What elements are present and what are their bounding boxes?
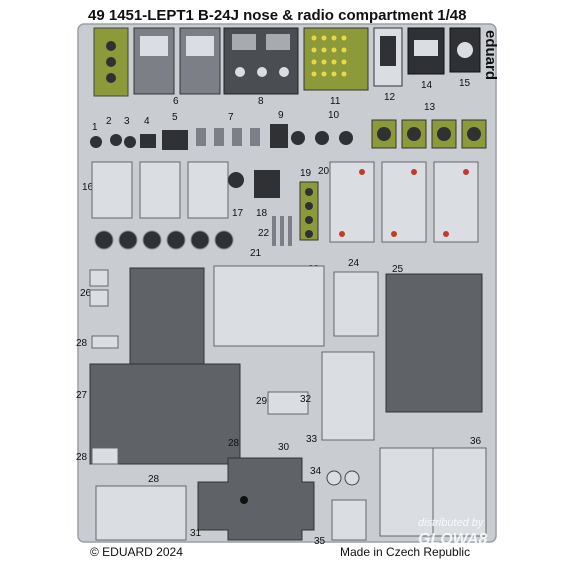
part-number: 2 — [106, 116, 112, 127]
part-number: 27 — [76, 390, 88, 401]
part-small-dial — [228, 172, 244, 188]
part-number: 9 — [278, 110, 284, 121]
part-number: 14 — [421, 80, 433, 91]
part-olive-instrument-set — [371, 119, 487, 149]
part-number: 31 — [190, 528, 202, 539]
watermark-line2: GLOWA8 — [418, 531, 487, 548]
part-floor-panel-large — [129, 267, 205, 369]
part-round-knob — [110, 134, 122, 146]
instrument-dial — [457, 42, 473, 58]
part-number: 17 — [232, 208, 244, 219]
sheet-title: 49 1451-LEPT1 B-24J nose & radio compart… — [88, 7, 466, 24]
part-number: 34 — [310, 466, 322, 477]
watermark-line1: distributed by — [418, 517, 485, 529]
gauge-dial — [106, 73, 116, 83]
part-round-knob — [90, 136, 102, 148]
part-number: 30 — [278, 442, 290, 453]
part-small-panel-face — [380, 36, 396, 66]
part-hatch-frame — [321, 351, 375, 441]
fuse-indicators — [339, 169, 469, 237]
brand-label: eduard — [482, 30, 499, 80]
gauge-dial — [106, 57, 116, 67]
floor-panel-hole — [240, 496, 248, 504]
light-strip-lamps — [305, 188, 313, 238]
part-number: 12 — [384, 92, 396, 103]
part-floor-cross-panel — [197, 457, 315, 541]
part-number: 21 — [250, 248, 262, 259]
radio-panel-window — [266, 34, 290, 50]
part-number: 28 — [76, 452, 88, 463]
part-number: 33 — [306, 434, 318, 445]
part-number: 32 — [300, 394, 312, 405]
part-light-frame — [95, 485, 187, 541]
part-number: 1 — [92, 122, 98, 133]
part-number: 20 — [318, 166, 330, 177]
part-number: 36 — [470, 436, 482, 447]
radio-knob — [235, 67, 245, 77]
part-floor-panel-large — [89, 363, 241, 465]
part-radio-box-face — [140, 36, 168, 56]
radio-panel-window — [232, 34, 256, 50]
part-number: 25 — [392, 264, 404, 275]
origin-text: Made in Czech Republic — [340, 545, 470, 559]
copyright-text: © EDUARD 2024 — [90, 545, 183, 559]
part-black-mount — [254, 170, 280, 198]
radio-knob — [257, 67, 267, 77]
part-seat-frame — [333, 271, 379, 337]
part-number: 6 — [173, 96, 179, 107]
part-small-cross — [331, 499, 367, 541]
part-small-bracket — [91, 447, 119, 465]
part-washer — [326, 470, 342, 486]
part-number: 22 — [258, 228, 270, 239]
part-number: 16 — [82, 182, 94, 193]
part-number: 13 — [424, 102, 436, 113]
part-fuse-panels — [329, 161, 479, 243]
gauge-dial — [106, 41, 116, 51]
part-radio-box-face — [186, 36, 214, 56]
part-vent-covers — [91, 161, 229, 219]
part-small-lever-set — [196, 128, 260, 146]
part-small-bracket — [89, 269, 109, 287]
part-number: 26 — [80, 288, 92, 299]
part-small-control — [270, 124, 288, 148]
part-fold-panel — [213, 265, 325, 347]
part-floor-panel-dark — [385, 273, 483, 413]
part-switch-plate — [162, 130, 188, 150]
part-number: 11 — [330, 96, 341, 107]
part-washer — [344, 470, 360, 486]
part-small-bracket — [91, 335, 119, 349]
part-number: 8 — [258, 96, 264, 107]
part-number: 18 — [256, 208, 268, 219]
part-round-knob — [124, 136, 136, 148]
part-number: 7 — [228, 112, 234, 123]
radio-knob — [279, 67, 289, 77]
part-number: 19 — [300, 168, 312, 179]
part-number: 4 — [144, 116, 150, 127]
part-thin-strips — [272, 216, 292, 246]
part-number: 10 — [328, 110, 340, 121]
part-number: 3 — [124, 116, 130, 127]
part-number: 35 — [314, 536, 326, 547]
part-small-bracket — [89, 289, 109, 307]
part-number: 28 — [148, 474, 160, 485]
part-number: 28 — [228, 438, 240, 449]
part-number: 5 — [172, 112, 178, 123]
part-switch-plate — [140, 134, 156, 148]
part-number: 29 — [256, 396, 268, 407]
part-number: 28 — [76, 338, 88, 349]
part-round-dial-set — [291, 131, 353, 145]
part-gauge-set — [94, 230, 234, 250]
part-number: 24 — [348, 258, 360, 269]
terminal-grid — [311, 35, 347, 77]
part-black-box-face — [414, 40, 438, 56]
part-light-strip — [299, 181, 319, 241]
part-number: 15 — [459, 78, 471, 89]
part-latch — [267, 391, 309, 415]
